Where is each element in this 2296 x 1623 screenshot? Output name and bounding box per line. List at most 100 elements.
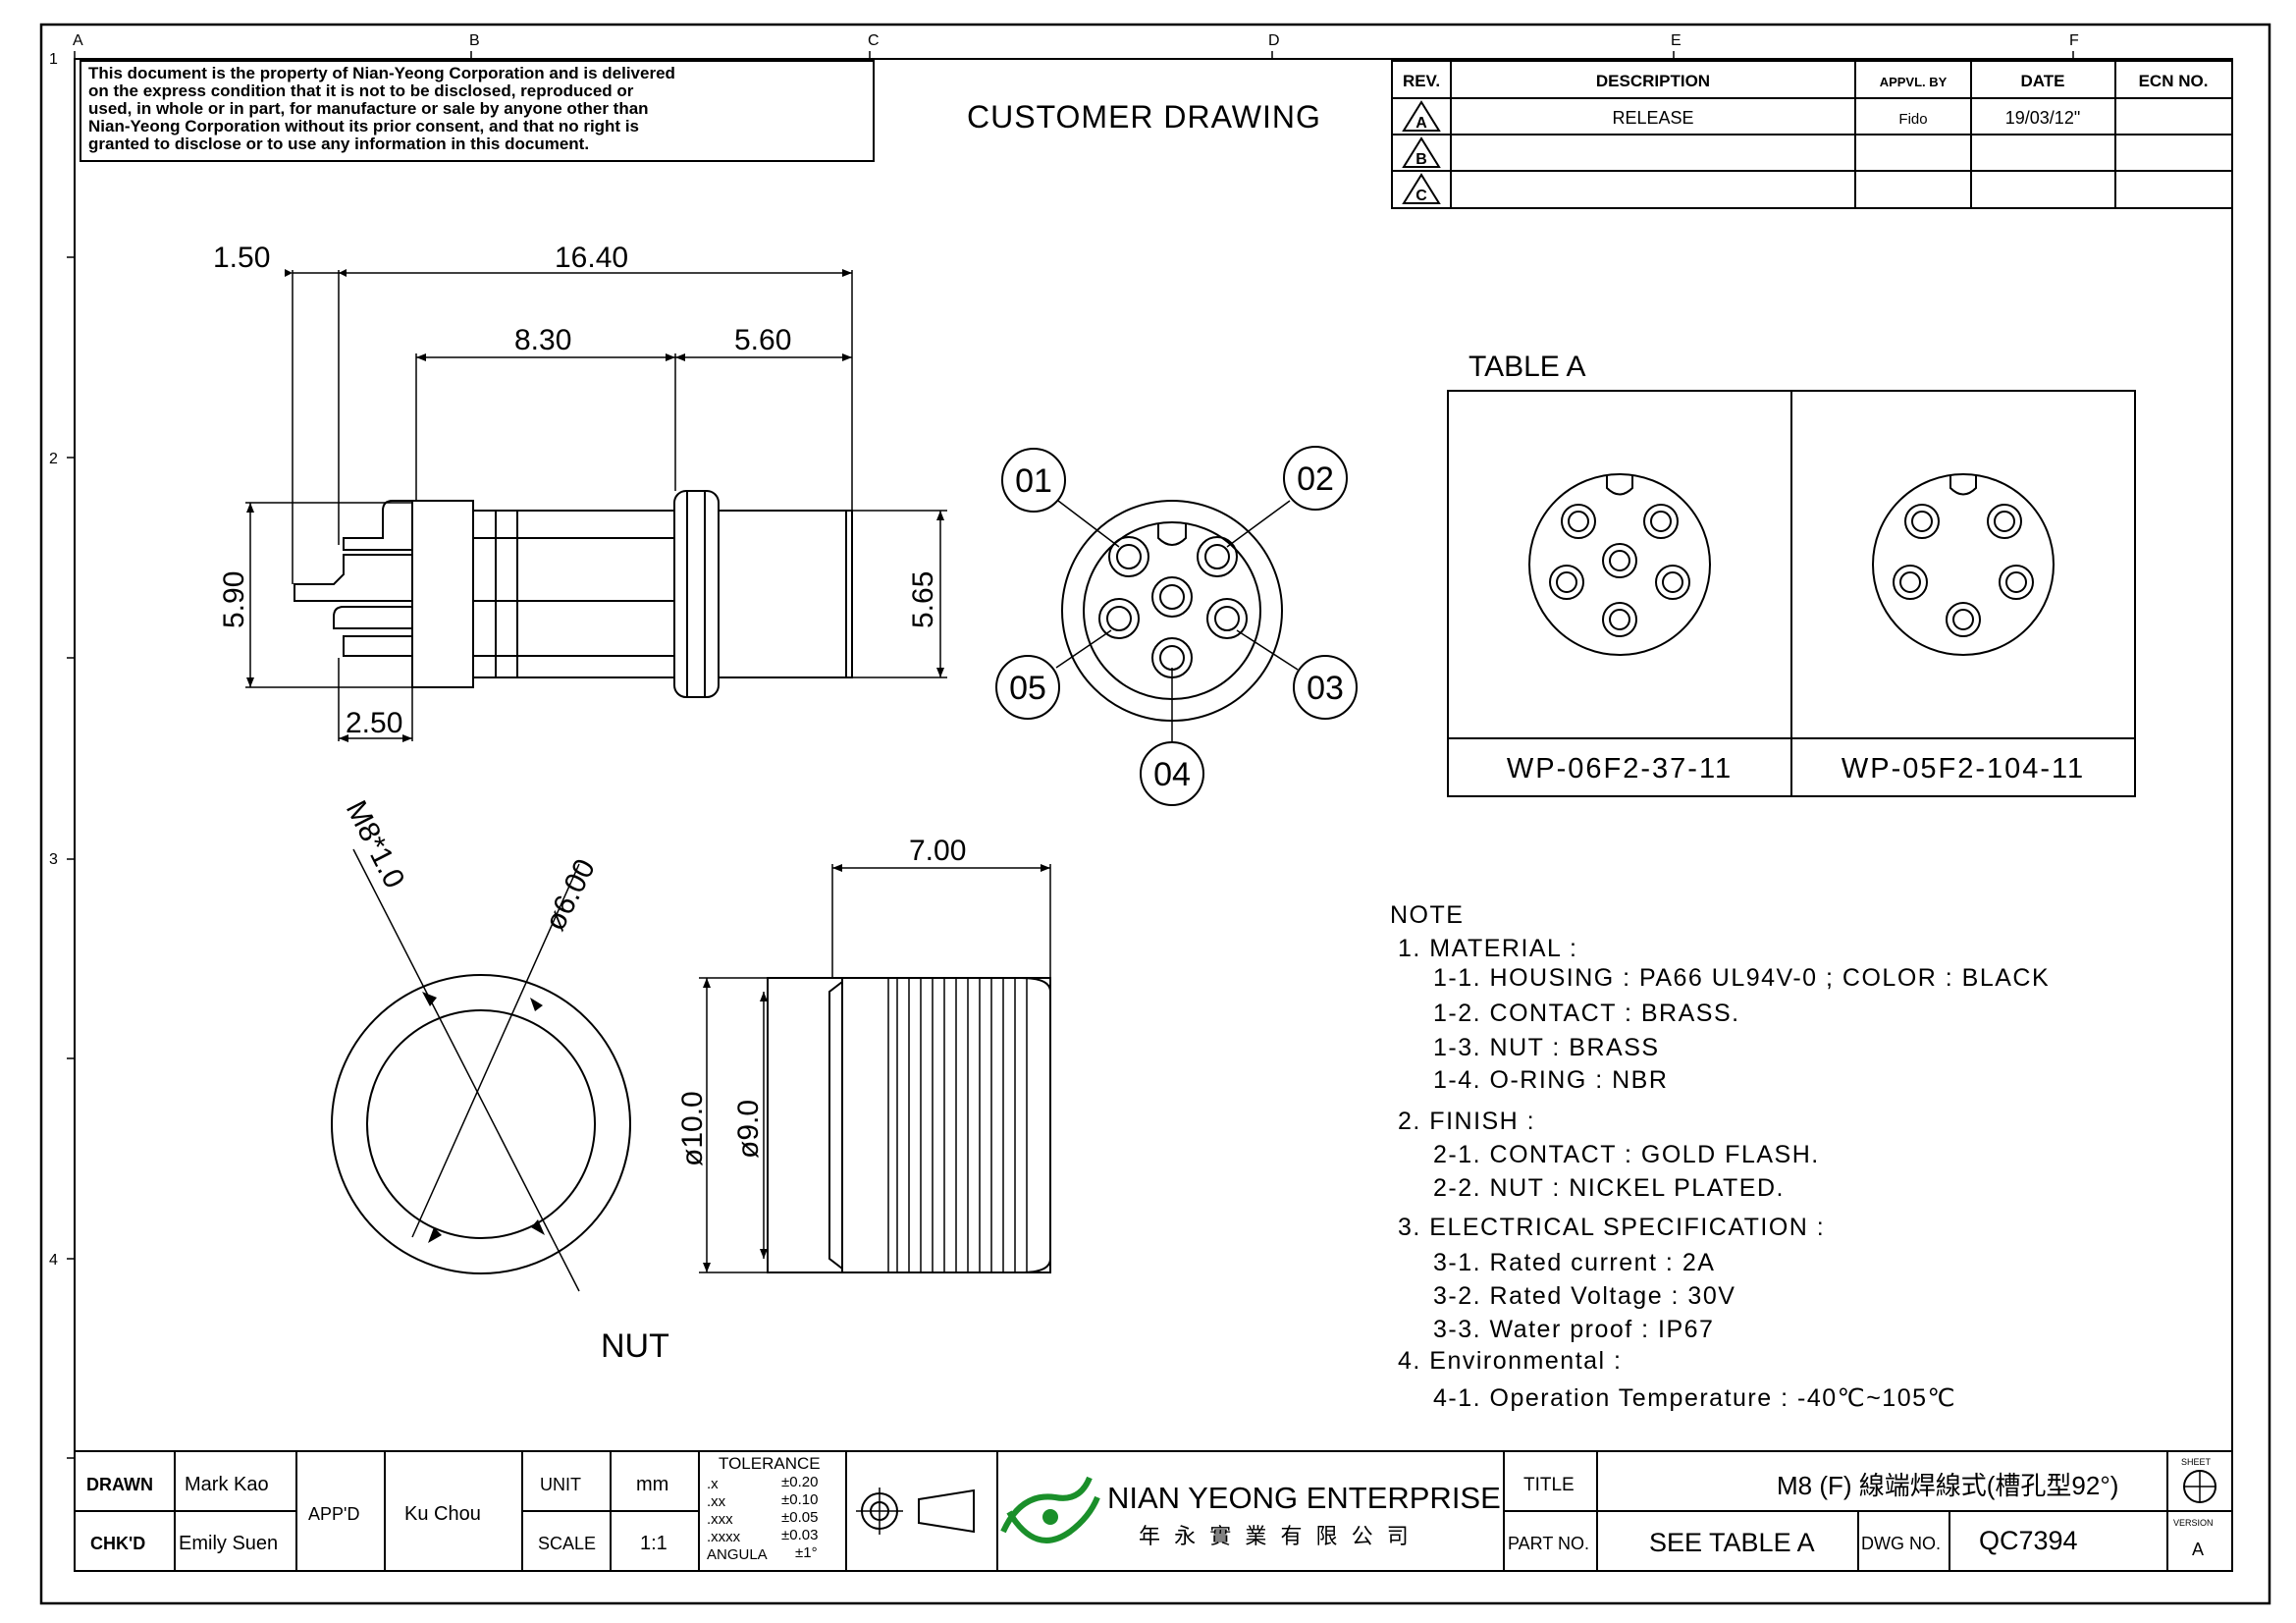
tolerance-key: .x <box>707 1476 719 1492</box>
part-no: SEE TABLE A <box>1649 1528 1815 1557</box>
dim-5-60: 5.60 <box>734 324 791 356</box>
tolerance-key: .xxxx <box>707 1529 741 1545</box>
version-value: A <box>2192 1540 2204 1559</box>
rev-header-ecn: ECN NO. <box>2139 72 2209 90</box>
dim-dia-9: ø9.0 <box>732 1100 765 1159</box>
rev-c-label: C <box>1415 188 1427 204</box>
note-line: 1-4. O-RING : NBR <box>1433 1066 1668 1094</box>
tolerance-key: .xxx <box>707 1511 733 1528</box>
dim-m8-thread: M8*1.0 <box>340 795 411 893</box>
rev-header-rev: REV. <box>1403 72 1440 90</box>
dim-5-90: 5.90 <box>218 571 250 628</box>
scale-value: 1:1 <box>640 1533 667 1554</box>
chkd-label: CHK'D <box>90 1534 145 1553</box>
notice-line: on the express condition that it is not … <box>88 81 634 100</box>
notice-line: granted to disclose or to use any inform… <box>88 135 589 153</box>
tolerance-title: TOLERANCE <box>719 1454 821 1473</box>
pin-label-02: 02 <box>1297 460 1334 498</box>
rev-b-label: B <box>1415 151 1427 168</box>
rev-a-description: RELEASE <box>1612 108 1693 128</box>
scale-label: SCALE <box>538 1534 596 1553</box>
connector-front-view <box>995 446 1358 806</box>
grid-col-c: C <box>868 32 880 49</box>
unit-value: mm <box>636 1474 668 1495</box>
grid-reference <box>67 51 2074 1459</box>
customer-drawing-title: CUSTOMER DRAWING <box>967 99 1321 135</box>
chkd-name: Emily Suen <box>179 1533 278 1554</box>
grid-col-d: D <box>1268 32 1280 49</box>
dim-16-40: 16.40 <box>555 242 628 274</box>
tolerance-value: ±1° <box>795 1544 818 1561</box>
note-line: 2. FINISH : <box>1398 1108 1535 1135</box>
confidentiality-notice: This document is the property of Nian-Ye… <box>80 60 875 162</box>
tolerance-value: ±0.05 <box>781 1509 818 1526</box>
dim-8-30: 8.30 <box>514 324 571 356</box>
note-line: 1-1. HOUSING : PA66 UL94V-0 ; COLOR : BL… <box>1433 964 2050 992</box>
dwg-no: QC7394 <box>1979 1526 2078 1555</box>
note-line: 3-1. Rated current : 2A <box>1433 1249 1715 1276</box>
drawn-name: Mark Kao <box>185 1474 269 1495</box>
note-line: 4. Environmental : <box>1398 1347 1623 1375</box>
nut-label: NUT <box>601 1327 669 1365</box>
connector-side-view <box>294 490 853 698</box>
table-a: TABLE A WP-06F2-37-11 WP-05F2-10 <box>1447 351 2136 797</box>
side-view-dimensions <box>245 270 947 741</box>
dim-dia-10: ø10.0 <box>676 1091 709 1166</box>
appd-name: Ku Chou <box>404 1503 481 1525</box>
notes-title: NOTE <box>1390 901 1464 929</box>
unit-label: UNIT <box>540 1475 581 1494</box>
note-line: 1-3. NUT : BRASS <box>1433 1034 1660 1061</box>
table-a-part-5pin: WP-05F2-104-11 <box>1842 753 2085 784</box>
grid-col-a: A <box>73 32 83 49</box>
company-name: NIAN YEONG ENTERPRISE <box>1107 1481 1501 1515</box>
rev-a-label: A <box>1415 115 1427 132</box>
tolerance-value: ±0.03 <box>781 1527 818 1543</box>
grid-col-e: E <box>1671 32 1682 49</box>
rev-a-date: 19/03/12" <box>2005 108 2080 128</box>
notes: NOTE 1. MATERIAL : 1-1. HOUSING : PA66 U… <box>1390 901 2050 1412</box>
note-line: 2-2. NUT : NICKEL PLATED. <box>1433 1174 1785 1202</box>
table-a-part-6pin: WP-06F2-37-11 <box>1507 753 1733 784</box>
dwg-no-label: DWG NO. <box>1861 1534 1941 1553</box>
note-line: 2-1. CONTACT : GOLD FLASH. <box>1433 1141 1820 1168</box>
notice-line: used, in whole or in part, for manufactu… <box>88 99 649 118</box>
pin-label-05: 05 <box>1009 670 1046 707</box>
tolerance-value: ±0.20 <box>781 1474 818 1490</box>
note-line: 1-2. CONTACT : BRASS. <box>1433 1000 1740 1027</box>
side-view-arrowheads <box>246 269 944 742</box>
notice-line: Nian-Yeong Corporation without its prior… <box>88 117 639 135</box>
rev-header-description: DESCRIPTION <box>1596 72 1710 90</box>
grid-col-f: F <box>2069 32 2079 49</box>
dim-dia-6: ø6.00 <box>539 854 602 936</box>
sheet-label: SHEET <box>2181 1457 2212 1467</box>
tolerance-key: ANGULA <box>707 1546 768 1563</box>
drawn-label: DRAWN <box>86 1475 153 1494</box>
dim-1-50: 1.50 <box>213 242 270 274</box>
table-a-title: TABLE A <box>1468 351 1586 383</box>
grid-row-4: 4 <box>49 1252 58 1269</box>
rev-header-date: DATE <box>2020 72 2064 90</box>
title-label: TITLE <box>1523 1475 1575 1495</box>
pin-label-01: 01 <box>1015 462 1052 500</box>
grid-row-1: 1 <box>49 51 58 68</box>
drawing-title: M8 (F) 線端焊線式(槽孔型92°) <box>1777 1471 2118 1500</box>
note-line: 3-2. Rated Voltage : 30V <box>1433 1282 1735 1310</box>
pin-label-03: 03 <box>1307 670 1344 707</box>
rev-a-appvl: Fido <box>1898 111 1927 128</box>
note-line: 1. MATERIAL : <box>1398 935 1577 962</box>
rev-header-appvl: APPVL. BY <box>1880 75 1948 89</box>
dim-7-00: 7.00 <box>909 835 966 867</box>
dim-5-65: 5.65 <box>907 571 939 628</box>
grid-col-b: B <box>469 32 480 49</box>
version-label: VERSION <box>2173 1518 2214 1528</box>
tolerance-value: ±0.10 <box>781 1491 818 1508</box>
company-logo <box>1000 1476 1100 1543</box>
company-name-cn: 年 永 實 業 有 限 公 司 <box>1139 1524 1413 1548</box>
appd-label: APP'D <box>308 1504 359 1524</box>
grid-row-2: 2 <box>49 451 58 467</box>
notice-line: This document is the property of Nian-Ye… <box>88 64 675 82</box>
part-no-label: PART NO. <box>1508 1534 1589 1553</box>
title-block: DRAWN Mark Kao CHK'D Emily Suen APP'D Ku… <box>74 1450 2233 1572</box>
note-line: 3-3. Water proof : IP67 <box>1433 1316 1714 1343</box>
